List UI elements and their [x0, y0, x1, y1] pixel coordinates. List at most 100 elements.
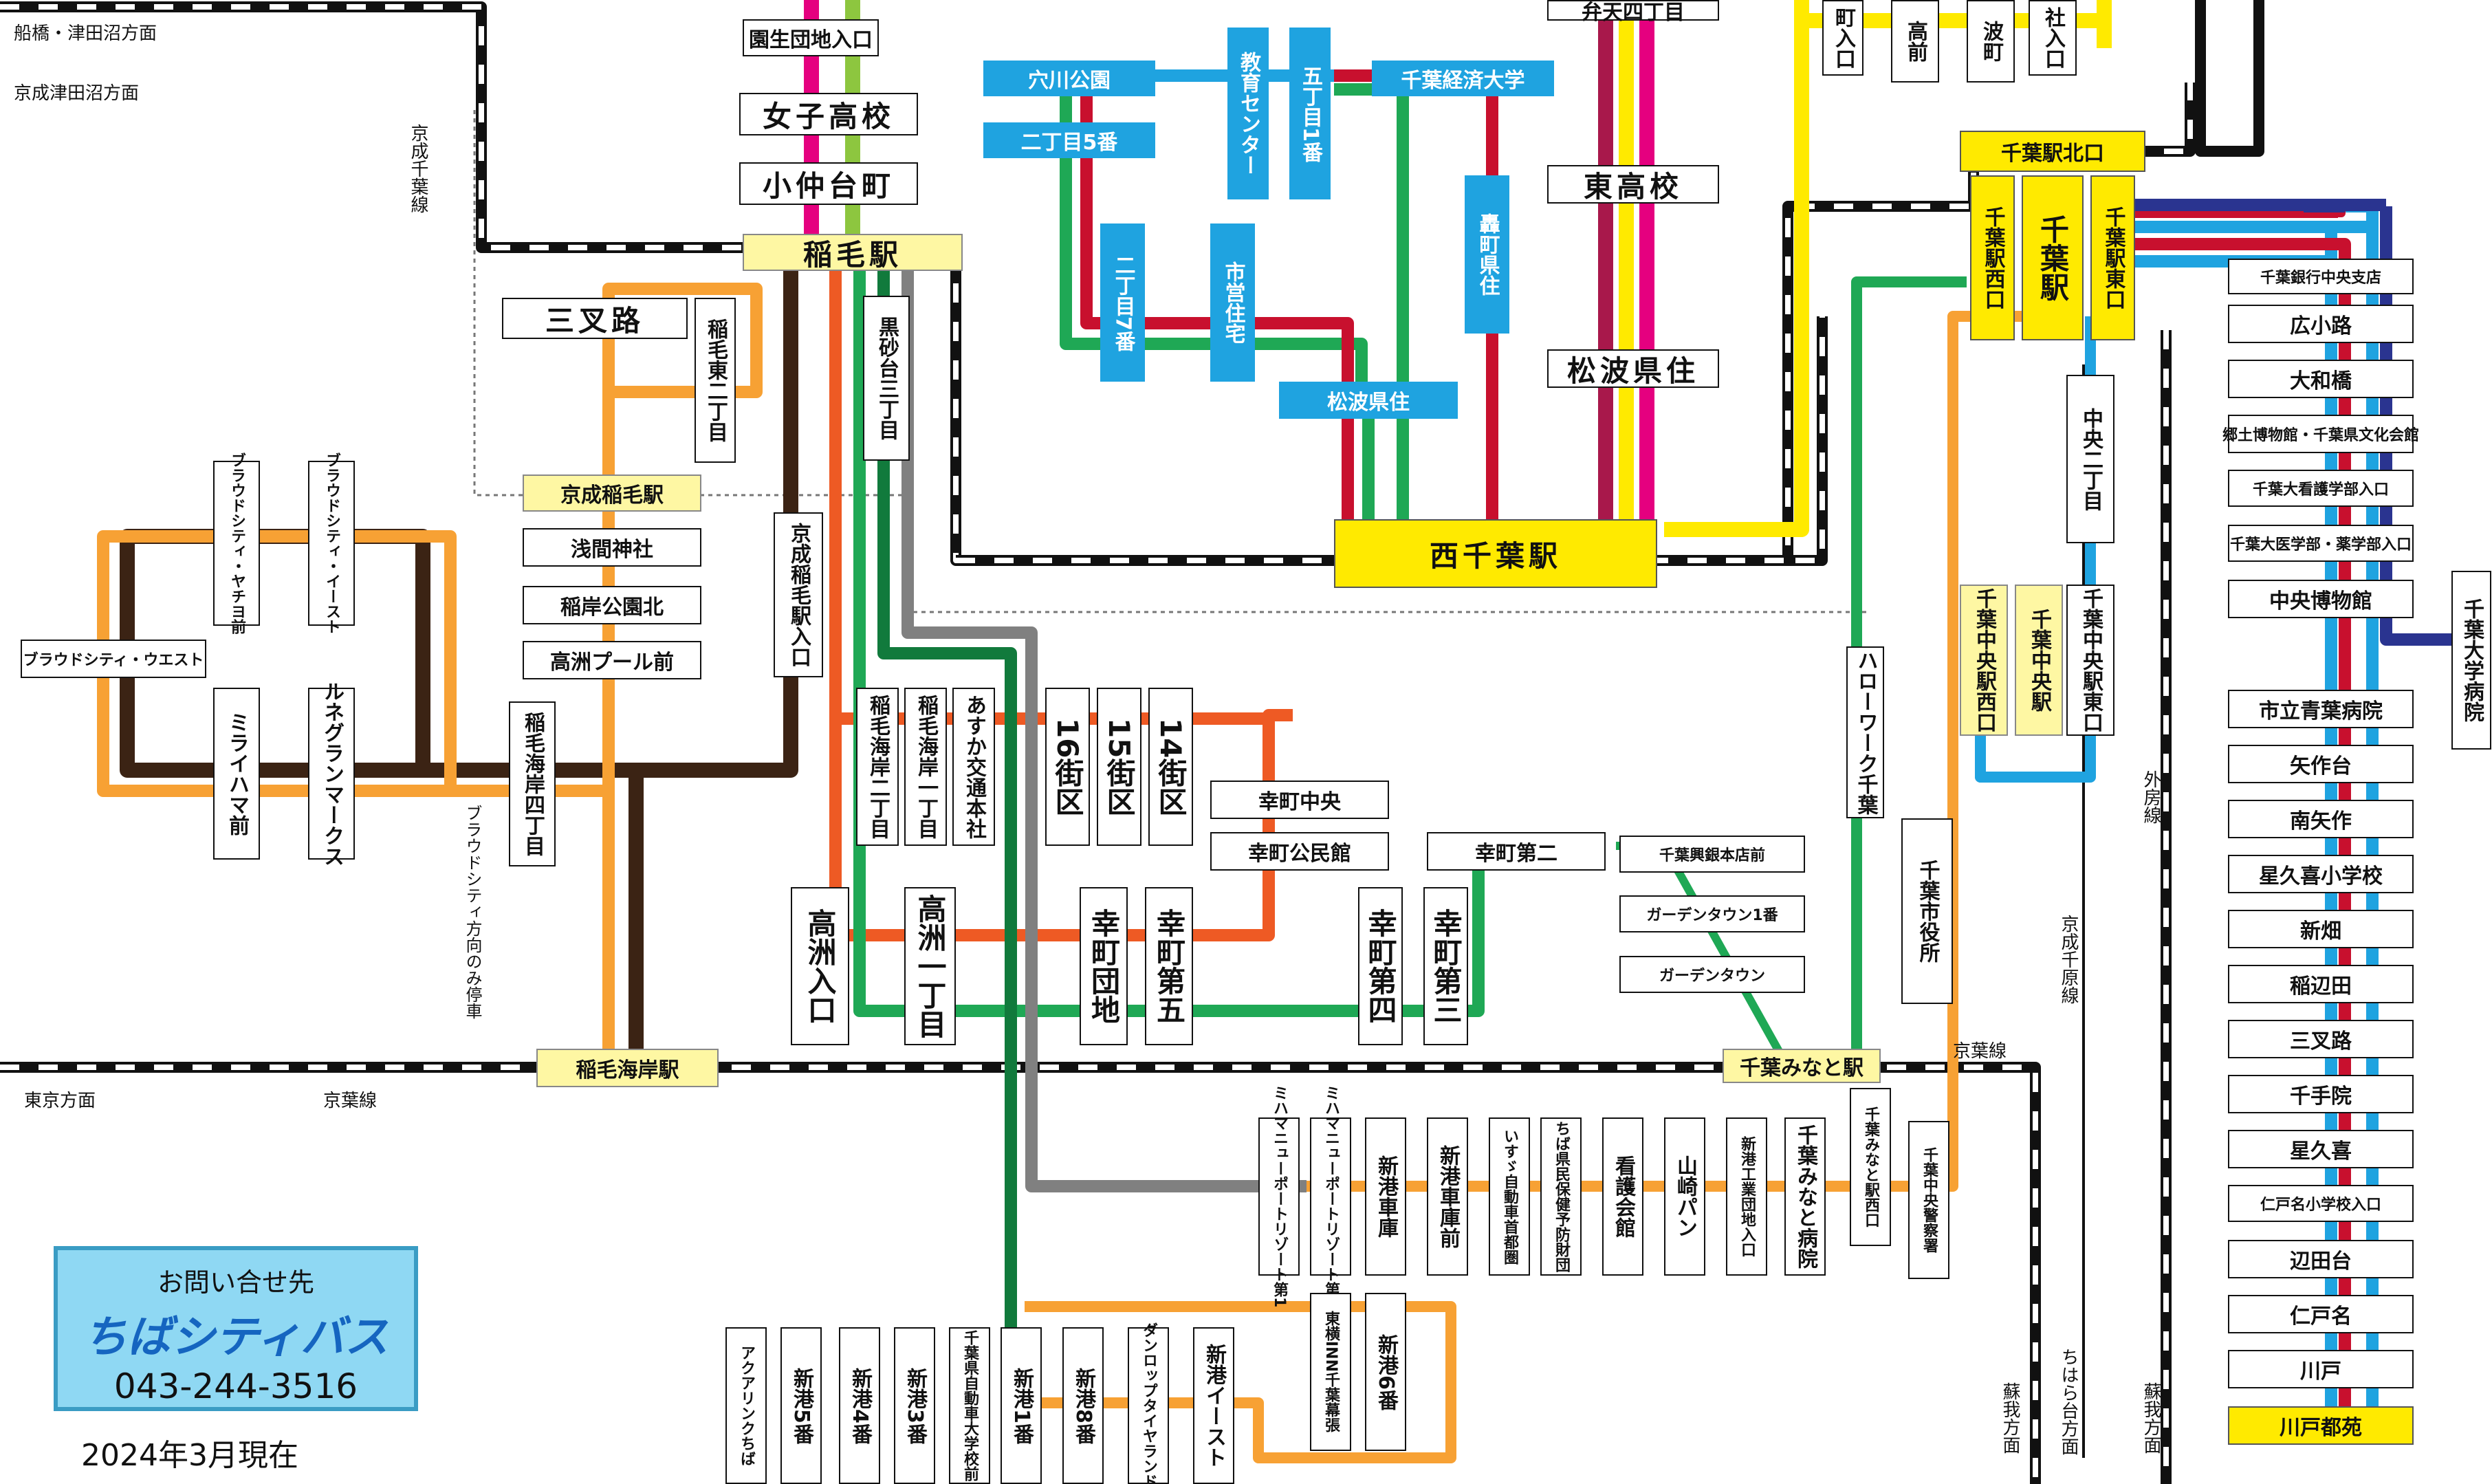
rail-top-right — [2195, 0, 2264, 157]
as-of-date: 2024年3月現在 — [81, 1438, 298, 1473]
stop-konakadai: 小仲台町 — [739, 162, 918, 205]
stop-pc-yachiyo: ブラウドシティ・ヤチヨ前 — [213, 452, 260, 634]
stop-chuo-e: 千葉中央駅東口 — [2066, 585, 2114, 736]
stop-kangaku: 千葉大看護学部入口 — [2228, 470, 2414, 507]
stop-asuka: あすか交通本社 — [952, 688, 995, 846]
stop-hoshikuki: 星久喜 — [2228, 1130, 2414, 1168]
stop-shinbata: 新畑 — [2228, 910, 2414, 948]
stop-pc-east: ブラウドシティ・イースト — [308, 452, 355, 634]
stop-hakubutsu: 中央博物館 — [2228, 580, 2414, 618]
stop-top1: 町入口 — [1822, 0, 1863, 76]
stop-chiba: 千葉駅 — [2022, 175, 2084, 340]
stop-chiba-e: 千葉駅東口 — [2090, 175, 2135, 340]
stop-kogin: 千葉興銀本店前 — [1619, 836, 1805, 873]
note-funabashi: 船橋・津田沼方面 — [14, 23, 157, 44]
stop-kaigan1: 稲毛海岸一丁目 — [904, 688, 947, 846]
stop-2chome5: 二丁目5番 — [983, 122, 1155, 158]
stop-inabeta: 稲辺田 — [2228, 965, 2414, 1003]
stop-keizai: 千葉経済大学 — [1372, 61, 1554, 96]
stop-shiyakusho: 千葉市役所 — [1901, 818, 1953, 1004]
stop-pc-west: ブラウドシティ・ウエスト — [21, 640, 206, 678]
stop-toyoko: 東横INN千葉幕張 — [1310, 1293, 1351, 1451]
stop-todoroki: 轟町県住 — [1465, 175, 1509, 334]
stop-aoba: 市立青葉病院 — [2228, 690, 2414, 728]
stop-minami: 南矢作 — [2228, 800, 2414, 838]
note-sotobo: 外房線 — [2141, 770, 2161, 824]
stop-minato-hosp: 千葉みなと病院 — [1784, 1117, 1826, 1276]
note-chihara: 京成千原線 — [2058, 915, 2079, 1004]
stop-shinko4: 新港4番 — [839, 1327, 880, 1484]
stop-minato-w: 千葉みなと駅西口 — [1850, 1088, 1891, 1246]
stop-joshi: 女子高校 — [739, 93, 918, 135]
stop-chuo2: 中央二丁目 — [2066, 375, 2114, 543]
contact-box: お問い合せ先 ちばシティバス 043-244-3516 — [54, 1246, 418, 1411]
stop-shako: 新港車庫 — [1365, 1117, 1406, 1276]
stop-kyoiku: 教育センター — [1227, 28, 1269, 199]
stop-15: 15街区 — [1097, 688, 1141, 846]
stop-chuo-w: 千葉中央駅西口 — [1960, 585, 2008, 736]
stop-5chome: 五丁目1番 — [1289, 28, 1331, 199]
stop-shinko1: 新港1番 — [1001, 1327, 1042, 1484]
stop-inagishi: 稲岸公園北 — [523, 586, 701, 624]
stop-saiwai-c: 幸町中央 — [1210, 781, 1389, 819]
stop-keisei-inage: 京成稲毛駅 — [523, 474, 701, 512]
stop-kaigan4: 稲毛海岸四丁目 — [509, 701, 556, 866]
stop-kawado: 川戸 — [2228, 1350, 2414, 1388]
stop-dunlop: ダンロップタイヤランド — [1128, 1322, 1169, 1484]
note-chiharadai: ちはら台方面 — [2058, 1348, 2079, 1455]
stop-shinko3: 新港3番 — [894, 1327, 935, 1484]
stop-saiwai-3: 幸町第三 — [1423, 887, 1468, 1045]
stop-kurosuna: 黒砂台三丁目 — [863, 296, 910, 461]
contact-phone: 043-244-3516 — [113, 1366, 358, 1406]
stop-16: 16街区 — [1045, 688, 1090, 846]
stop-2chome7: 二丁目7番 — [1100, 223, 1145, 382]
stop-top2: 高前 — [1891, 0, 1939, 83]
note-keisei-chiba-line: 京成千葉線 — [408, 124, 428, 213]
stop-sente: 千手院 — [2228, 1075, 2414, 1113]
stop-renee: ルネグランマークス — [308, 681, 355, 866]
stop-sansaro2: 三叉路 — [2228, 1020, 2414, 1058]
stop-isuzu: いすゞ自動車首都圏 — [1489, 1117, 1530, 1276]
stop-shako-mae: 新港車庫前 — [1427, 1117, 1468, 1276]
stop-saiwai-k: 幸町公民館 — [1210, 832, 1389, 871]
stop-kango: 看護会館 — [1602, 1117, 1643, 1276]
stop-ginko: 千葉銀行中央支店 — [2228, 259, 2414, 294]
stop-sansaro: 三叉路 — [502, 298, 688, 339]
stop-pool: 高洲プール前 — [523, 641, 701, 679]
note-soga2: 蘇我方面 — [2141, 1382, 2161, 1454]
stop-14: 14街区 — [1148, 688, 1193, 846]
stop-shinko6: 新港6番 — [1365, 1293, 1406, 1451]
stop-aqualink: アクアリンクちば — [725, 1327, 767, 1484]
stop-igaku: 千葉大医学部・薬学部入口 — [2228, 525, 2414, 562]
stop-matsunami: 松波県住 — [1547, 349, 1719, 388]
stop-hirokoji: 広小路 — [2228, 305, 2414, 343]
stop-inage-e2: 稲毛東二丁目 — [695, 298, 736, 463]
stop-matsunami-b: 松波県住 — [1279, 382, 1458, 419]
stop-keisei-inage-iri: 京成稲毛駅入口 — [774, 512, 823, 677]
stop-yamato: 大和橋 — [2228, 360, 2414, 398]
contact-company: ちばシティバス — [83, 1312, 389, 1363]
stop-shinko8: 新港8番 — [1062, 1327, 1104, 1484]
stop-top4: 社入口 — [2029, 0, 2077, 76]
stop-hentadai: 辺田台 — [2228, 1240, 2414, 1278]
stop-yamazaki: 山崎パン — [1664, 1117, 1705, 1276]
stop-police: 千葉中央警察署 — [1908, 1121, 1949, 1279]
stop-hoshikuki-sho: 星久喜小学校 — [2228, 855, 2414, 893]
contact-title: お問い合せ先 — [157, 1267, 314, 1298]
stop-saiwai-2: 幸町第二 — [1427, 832, 1606, 871]
stop-sengen: 浅間神社 — [523, 528, 701, 567]
stop-kyodo: 郷土博物館・千葉県文化会館 — [2222, 415, 2419, 453]
stop-minato: 千葉みなと駅 — [1723, 1049, 1881, 1083]
stop-daigaku: 千葉大学病院 — [2451, 571, 2491, 750]
stop-hoken: ちば県民保健予防財団 — [1540, 1117, 1582, 1276]
note-keiyo-w: 京葉線 — [323, 1091, 378, 1111]
stop-takasu1: 高洲一丁目 — [904, 887, 956, 1045]
stop-east: 新港イースト — [1193, 1327, 1234, 1484]
stop-anagawa: 穴川公園 — [983, 61, 1155, 96]
stop-jidosha: 千葉県自動車大学校前 — [949, 1327, 990, 1484]
stop-danchi: 園生団地入口 — [743, 19, 879, 56]
stop-higashi: 東高校 — [1547, 165, 1719, 204]
stop-inage: 稲毛駅 — [743, 234, 963, 272]
stop-saiwai-4: 幸町第四 — [1358, 887, 1403, 1045]
stop-tonami2: 仁戸名 — [2228, 1295, 2414, 1333]
